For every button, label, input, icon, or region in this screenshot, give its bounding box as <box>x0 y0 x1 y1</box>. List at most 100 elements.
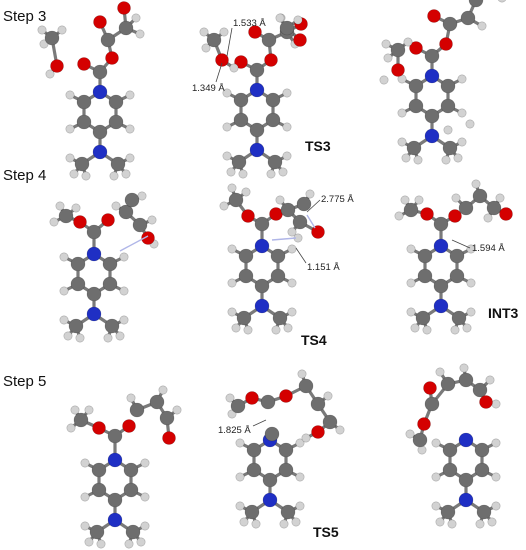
hydrogen-atom <box>491 438 501 448</box>
hydrogen-atom <box>291 517 301 527</box>
hydrogen-atom <box>227 278 237 288</box>
hydrogen-atom <box>275 13 285 23</box>
hydrogen-atom <box>287 278 297 288</box>
step4-enol <box>111 191 159 249</box>
ts4-lower-distance: 1.151 Å <box>307 262 340 273</box>
hydrogen-atom <box>84 405 94 415</box>
hydrogen-atom <box>147 215 157 225</box>
hydrogen-atom <box>119 286 129 296</box>
oxygen-atom <box>293 33 307 47</box>
carbon-atom <box>132 217 148 233</box>
oxygen-atom <box>117 1 131 15</box>
hydrogen-atom <box>441 155 451 165</box>
ts5-label: TS5 <box>313 524 339 540</box>
hydrogen-atom <box>65 90 75 100</box>
ts5-structure <box>235 426 305 529</box>
carbon-atom <box>310 396 326 412</box>
ts4-upper-leader <box>306 199 321 213</box>
hydrogen-atom <box>75 333 85 343</box>
carbon-atom <box>108 94 124 110</box>
carbon-atom <box>86 286 102 302</box>
oxygen-atom <box>311 425 325 439</box>
hydrogen-atom <box>131 13 141 23</box>
hydrogen-atom <box>226 167 236 177</box>
hydrogen-atom <box>227 409 237 419</box>
carbon-atom <box>442 16 458 32</box>
hydrogen-atom <box>381 39 391 49</box>
carbon-atom <box>406 140 422 156</box>
carbon-atom <box>70 276 86 292</box>
hydrogen-atom <box>410 323 420 333</box>
hydrogen-atom <box>266 169 276 179</box>
hydrogen-atom <box>158 385 168 395</box>
hydrogen-atom <box>491 472 501 482</box>
carbon-atom <box>458 472 474 488</box>
step4-left-interaction-line <box>119 235 149 252</box>
carbon-atom <box>298 378 314 394</box>
carbon-atom <box>68 318 84 334</box>
hydrogen-atom <box>126 393 136 403</box>
ts5-distance: 1.825 Å <box>218 425 251 436</box>
hydrogen-atom <box>65 124 75 134</box>
nitrogen-atom <box>249 142 265 158</box>
hydrogen-atom <box>45 69 55 79</box>
carbon-atom <box>442 462 458 478</box>
carbon-atom <box>228 192 244 208</box>
carbon-atom <box>390 42 406 58</box>
carbon-atom <box>440 98 456 114</box>
hydrogen-atom <box>140 492 150 502</box>
hydrogen-atom <box>235 501 245 511</box>
hydrogen-atom <box>140 458 150 468</box>
hydrogen-atom <box>485 375 495 385</box>
hydrogen-atom <box>422 325 432 335</box>
oxygen-atom <box>417 417 431 431</box>
carbon-atom <box>149 394 165 410</box>
hydrogen-atom <box>235 438 245 448</box>
hydrogen-atom <box>457 137 467 147</box>
hydrogen-atom <box>199 27 209 37</box>
ts4-interaction-line-2 <box>271 237 297 241</box>
hydrogen-atom <box>80 521 90 531</box>
step4-reactant <box>49 201 129 343</box>
carbon-atom <box>102 256 118 272</box>
hydrogen-atom <box>119 315 129 325</box>
oxygen-atom <box>479 395 493 409</box>
carbon-atom <box>261 32 277 48</box>
hydrogen-atom <box>103 333 113 343</box>
hydrogen-atom <box>282 122 292 132</box>
hydrogen-atom <box>462 323 472 333</box>
hydrogen-atom <box>136 537 146 547</box>
carbon-atom <box>118 204 134 220</box>
oxygen-atom <box>241 209 255 223</box>
carbon-atom <box>86 224 102 240</box>
hydrogen-atom <box>55 201 65 211</box>
hydrogen-atom <box>495 193 505 203</box>
hydrogen-atom <box>241 187 251 197</box>
oxygen-atom <box>245 391 259 405</box>
hydrogen-atom <box>135 29 145 39</box>
carbon-atom <box>249 122 265 138</box>
carbon-atom <box>417 268 433 284</box>
hydrogen-atom <box>59 252 69 262</box>
oxygen-atom <box>77 57 91 71</box>
hydrogen-atom <box>119 252 129 262</box>
carbon-atom <box>262 472 278 488</box>
carbon-atom <box>89 524 105 540</box>
oxygen-atom <box>122 419 136 433</box>
step-4-label: Step 4 <box>3 167 46 184</box>
ts4-label: TS4 <box>301 332 327 348</box>
oxygen-atom <box>279 389 293 403</box>
ts4-fragment <box>275 189 325 243</box>
carbon-atom <box>58 208 74 224</box>
hydrogen-atom <box>497 0 507 3</box>
carbon-atom <box>91 462 107 478</box>
carbon-atom <box>125 524 141 540</box>
oxygen-atom <box>448 209 462 223</box>
hydrogen-atom <box>96 539 106 549</box>
oxygen-atom <box>93 15 107 29</box>
carbon-atom <box>249 62 265 78</box>
hydrogen-atom <box>63 331 73 341</box>
oxygen-atom <box>499 207 513 221</box>
hydrogen-atom <box>125 90 135 100</box>
step5-product-fragment <box>405 363 501 455</box>
